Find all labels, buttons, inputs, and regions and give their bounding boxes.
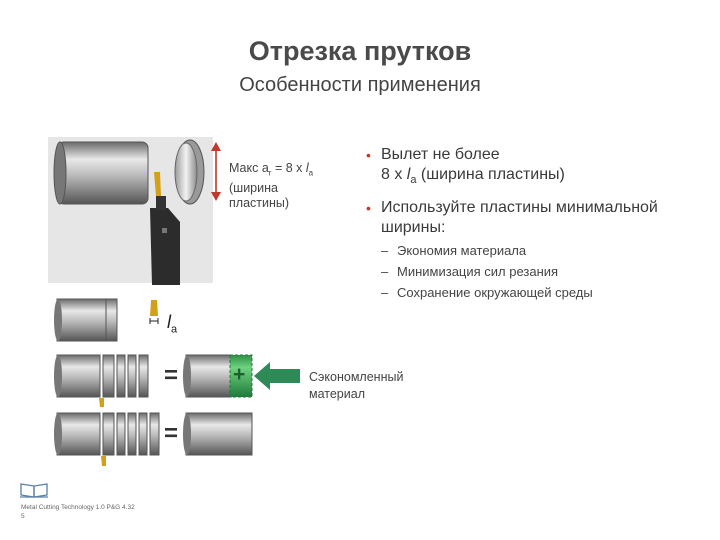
subitem-environment: Сохранение окружающей среды [366,282,711,303]
bullet-list: Вылет не более 8 x la (ширина пластины) … [366,145,711,303]
row-single-bar [54,298,159,342]
width-label: la [167,312,178,336]
parted-disc [174,139,205,205]
page-title: Отрезка прутков [248,36,472,66]
parting-tool [150,172,180,285]
equals-sign-2: = [164,420,179,447]
bullet-overhang: Вылет не более 8 x la (ширина пластины) [366,145,711,190]
plus-icon: + [233,363,246,386]
page-number: 5 [21,513,25,520]
equals-sign-1: = [164,362,179,389]
subitem-forces: Минимизация сил резания [366,261,711,282]
footer: Metal Cutting Technology 1.0 P&G 4.32 5 [21,503,135,521]
left-arrow-icon [254,362,300,390]
max-depth-annotation: Макс ar = 8 x la (ширина пластины) [229,161,314,210]
saved-material-label: Сэкономленный материал [309,370,404,401]
page-subtitle: Особенности применения [239,74,481,96]
row-sliced-saved [54,354,253,407]
double-arrow-icon [211,142,221,201]
footer-source: Metal Cutting Technology 1.0 P&G 4.32 [21,504,135,511]
workpiece-bar [53,141,149,205]
cutting-insert [154,172,161,196]
book-icon [20,483,48,498]
row-sliced [54,412,253,466]
bullet-min-width: Используйте пластины минимальной ширины: [366,198,711,238]
subitem-material: Экономия материала [366,240,711,261]
